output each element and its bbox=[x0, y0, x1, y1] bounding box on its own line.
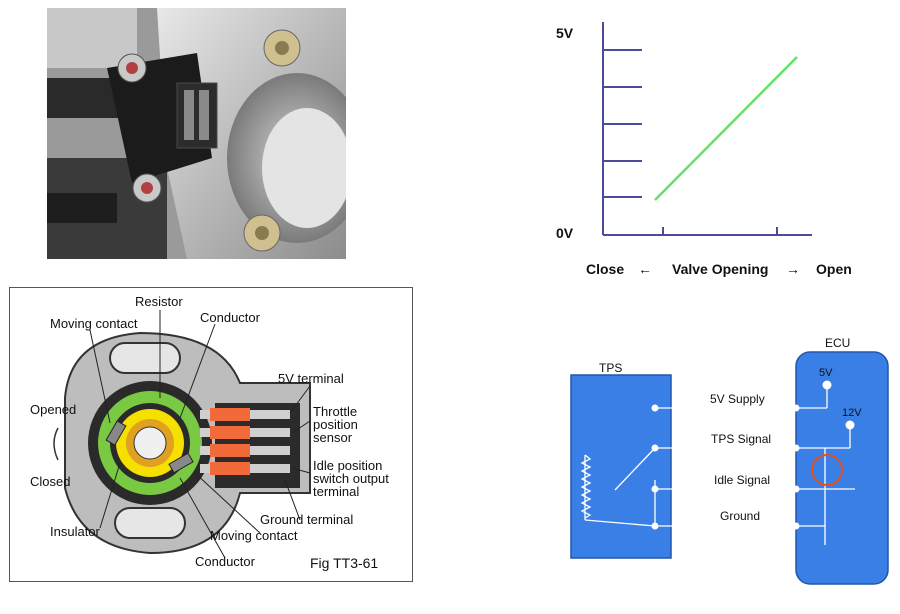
label-5v-terminal: 5V terminal bbox=[278, 371, 344, 386]
label-tps-2: position bbox=[313, 417, 358, 432]
y-bottom-label: 0V bbox=[556, 225, 574, 241]
fig-caption: Fig TT3-61 bbox=[310, 555, 378, 571]
idle-label: Idle Signal bbox=[714, 473, 770, 487]
supply-label: 5V Supply bbox=[710, 392, 765, 406]
label-moving-contact-bottom: Moving contact bbox=[210, 528, 298, 543]
voltage-line bbox=[654, 56, 798, 201]
tps-photo-illustration bbox=[47, 8, 346, 259]
moving-contact-bottom bbox=[168, 452, 194, 474]
label-tps-1: Throttle bbox=[313, 404, 357, 419]
moving-contact-top bbox=[105, 420, 127, 446]
v5-label: 5V bbox=[819, 367, 833, 379]
ecu-label: ECU bbox=[825, 336, 850, 350]
label-conductor-bottom: Conductor bbox=[195, 554, 256, 569]
v12-label: 12V bbox=[842, 407, 862, 419]
tps-photo bbox=[47, 8, 346, 259]
label-moving-contact-top: Moving contact bbox=[50, 316, 138, 331]
label-idle-3: terminal bbox=[313, 484, 359, 499]
label-tps-3: sensor bbox=[313, 430, 353, 445]
voltage-graph-svg: 5V 0V Close ← Valve Opening → Open bbox=[556, 22, 852, 277]
x-right-label: Open bbox=[816, 261, 852, 277]
signal-label: TPS Signal bbox=[711, 432, 771, 446]
voltage-graph: 5V 0V Close ← Valve Opening → Open bbox=[540, 10, 890, 285]
ground-label: Ground bbox=[720, 509, 760, 523]
tps-label: TPS bbox=[599, 361, 622, 375]
terminal-orange bbox=[210, 408, 250, 421]
label-idle-1: Idle position bbox=[313, 458, 382, 473]
x-right-arrow: → bbox=[786, 261, 800, 277]
label-idle-2: switch output bbox=[313, 471, 389, 486]
idle-highlight-circle bbox=[811, 454, 843, 486]
tps-box bbox=[570, 374, 672, 559]
x-left-arrow: ← bbox=[638, 261, 652, 277]
label-ground-terminal: Ground terminal bbox=[260, 512, 353, 527]
label-opened: Opened bbox=[30, 402, 76, 417]
label-resistor: Resistor bbox=[135, 294, 183, 309]
mount-hole-bottom bbox=[114, 507, 186, 539]
x-left-label: Close bbox=[586, 261, 624, 277]
sensor-diagram-svg: Resistor Conductor Moving contact 5V ter… bbox=[30, 294, 389, 571]
y-top-label: 5V bbox=[556, 25, 574, 41]
label-closed: Closed bbox=[30, 474, 70, 489]
x-middle-label: Valve Opening bbox=[672, 261, 768, 277]
label-conductor-top: Conductor bbox=[200, 310, 261, 325]
label-insulator: Insulator bbox=[50, 524, 101, 539]
circuit-svg: TPS ECU bbox=[570, 336, 889, 585]
sensor-diagram: Resistor Conductor Moving contact 5V ter… bbox=[9, 287, 413, 582]
tps-circuit: TPS ECU bbox=[555, 330, 895, 600]
mount-hole-top bbox=[109, 342, 181, 374]
